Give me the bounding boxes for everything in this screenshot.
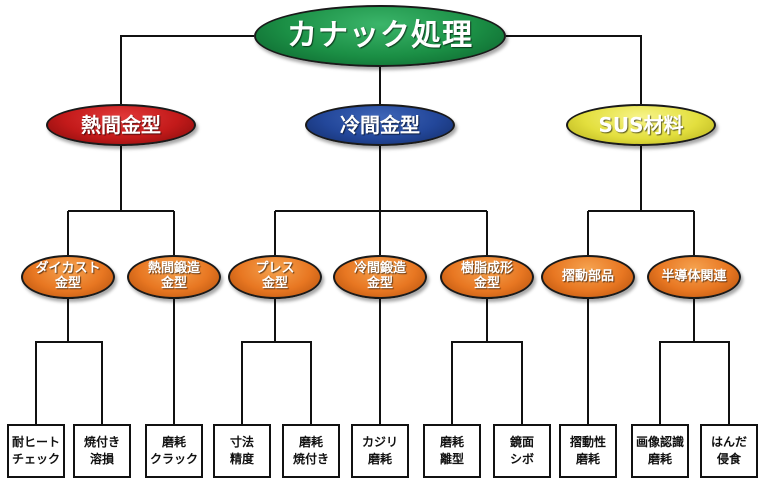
leaf-wear-seizure: 磨耗焼付き [282, 424, 340, 478]
sub-line2: 金型 [261, 276, 288, 291]
connector-root-sus [506, 35, 642, 104]
leaf-dimension-accuracy: 寸法精度 [213, 424, 271, 478]
leaf-line1: カジリ [361, 434, 398, 449]
sub-line1: 半導体関連 [661, 268, 727, 284]
sub-line2: 金型 [366, 276, 393, 291]
leaf-line2: 離型 [439, 452, 464, 466]
connector-press [241, 299, 276, 424]
sub-cold-forging: 冷間鍛造金型 [333, 255, 427, 299]
leaf-line2: シボ [509, 452, 534, 466]
leaf-line1: 画像認識 [635, 434, 684, 449]
root-label: カナック処理 [287, 17, 473, 53]
sub-resin-molding: 樹脂成形金型 [440, 255, 534, 299]
leaf-line1: 磨耗 [298, 434, 323, 449]
sub-sliding-parts: 摺動部品 [541, 255, 635, 299]
category-hot-die: 熱間金型 [46, 104, 196, 146]
leaf-heat-check: 耐ヒートチェック [7, 424, 65, 478]
leaf-line2: クラック [149, 452, 198, 466]
leaf-line2: 磨耗 [367, 452, 392, 466]
leaf-line2: 磨耗 [647, 452, 672, 466]
category-label: 冷間金型 [340, 112, 420, 137]
sub-semiconductor: 半導体関連 [647, 255, 741, 299]
leaf-wear-crack: 磨耗クラック [145, 424, 203, 478]
sub-line1: プレス [255, 261, 295, 277]
leaf-line1: 磨耗 [161, 434, 186, 449]
leaf-line1: 鏡面 [509, 434, 534, 449]
leaf-line2: 溶損 [89, 452, 114, 466]
category-sus: SUS材料 [566, 104, 716, 146]
leaf-line2: 精度 [229, 452, 254, 466]
leaf-wear-release: 磨耗離型 [423, 424, 481, 478]
leaf-line2: 磨耗 [575, 452, 600, 466]
connector-resin [451, 299, 488, 424]
leaf-galling-wear: カジリ磨耗 [351, 424, 409, 478]
leaf-line1: はんだ [710, 434, 747, 449]
category-cold-die: 冷間金型 [305, 104, 455, 146]
sub-press: プレス金型 [228, 255, 322, 299]
sub-line1: 樹脂成形 [460, 261, 513, 277]
sub-line1: ダイカスト [35, 261, 101, 277]
leaf-line2: 焼付き [292, 452, 329, 466]
category-label: 熱間金型 [81, 112, 161, 137]
root-node: カナック処理 [254, 5, 506, 67]
sub-line1: 冷間鍛造 [353, 261, 406, 277]
leaf-sliding-wear: 摺動性磨耗 [559, 424, 617, 478]
leaf-line1: 寸法 [229, 434, 254, 449]
sub-line2: 金型 [160, 276, 187, 291]
leaf-line2: 侵食 [716, 452, 741, 466]
leaf-seizure-erosion: 焼付き溶損 [73, 424, 131, 478]
connector-diecast [35, 299, 69, 424]
sub-hot-forging: 熱間鍛造金型 [127, 255, 221, 299]
leaf-image-recognition: 画像認識磨耗 [631, 424, 689, 478]
leaf-line2: チェック [11, 452, 60, 466]
sub-line1: 熱間鍛造 [147, 261, 200, 277]
sub-line2: 金型 [54, 276, 81, 291]
leaf-line1: 耐ヒート [11, 434, 60, 449]
leaf-mirror-texture: 鏡面シボ [493, 424, 551, 478]
leaf-line1: 摺動性 [569, 434, 606, 449]
leaf-line1: 磨耗 [439, 434, 464, 449]
connector-semi [659, 299, 695, 424]
sub-line2: 金型 [473, 276, 500, 291]
sub-diecast: ダイカスト金型 [21, 255, 115, 299]
leaf-solder-erosion: はんだ侵食 [700, 424, 758, 478]
sub-line1: 摺動部品 [561, 268, 614, 284]
category-label: SUS材料 [598, 112, 684, 137]
connector-root-hot [120, 35, 254, 104]
leaf-line1: 焼付き [83, 434, 120, 449]
